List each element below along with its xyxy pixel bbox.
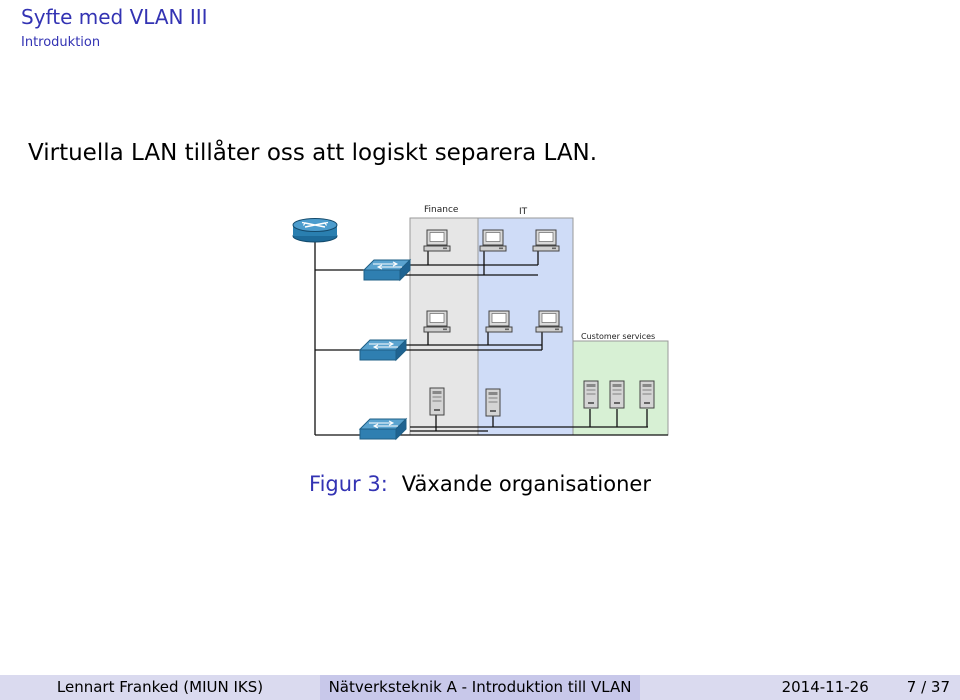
computer-icon bbox=[423, 310, 451, 333]
computer-icon bbox=[479, 229, 507, 252]
footer-page-number: 7 / 37 bbox=[906, 678, 950, 696]
footer-bar: Lennart Franked (MIUN IKS) Nätverkstekni… bbox=[0, 675, 960, 700]
computer-icon bbox=[532, 229, 560, 252]
frame-title: Syfte med VLAN III bbox=[21, 5, 208, 29]
computer-icon bbox=[485, 310, 513, 333]
figure-label: Figur 3: bbox=[309, 472, 388, 496]
server-icon bbox=[429, 387, 445, 416]
body-text: Virtuella LAN tillåter oss att logiskt s… bbox=[28, 140, 598, 166]
server-icon bbox=[609, 380, 625, 409]
server-icon bbox=[485, 388, 501, 417]
network-diagram: Finance IT Customer services bbox=[288, 198, 672, 442]
footer-author: Lennart Franked (MIUN IKS) bbox=[0, 675, 320, 700]
switch-icon bbox=[359, 418, 407, 440]
finance-label: Finance bbox=[424, 205, 459, 215]
footer-date: 2014-11-26 bbox=[781, 678, 869, 696]
switch-icon bbox=[359, 339, 407, 361]
customer-services-label: Customer services bbox=[581, 332, 655, 341]
server-icon bbox=[583, 380, 599, 409]
computer-icon bbox=[535, 310, 563, 333]
computer-icon bbox=[423, 229, 451, 252]
it-label: IT bbox=[519, 207, 528, 217]
server-icon bbox=[639, 380, 655, 409]
figure-caption-text: Växande organisationer bbox=[401, 472, 651, 496]
frame-subtitle: Introduktion bbox=[21, 35, 101, 50]
switch-icon bbox=[363, 259, 411, 281]
footer-right: 2014-11-26 7 / 37 bbox=[640, 675, 960, 700]
router-icon bbox=[292, 218, 338, 243]
footer-course: Nätverksteknik A - Introduktion till VLA… bbox=[320, 675, 640, 700]
figure-caption: Figur 3: Växande organisationer bbox=[0, 472, 960, 496]
